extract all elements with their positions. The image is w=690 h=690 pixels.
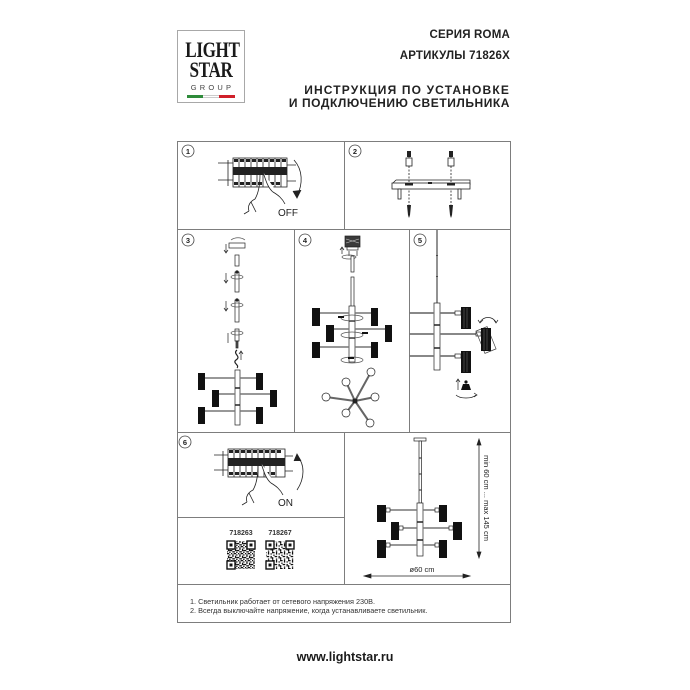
logo-text-star: STAR: [189, 57, 233, 82]
note-1: 1. Светильник работает от сетевого напря…: [190, 597, 376, 606]
notes-panel: [177, 584, 511, 623]
step-2-panel: [344, 141, 511, 230]
step-6-panel: [177, 432, 345, 518]
logo-text-group: GROUP: [190, 83, 235, 92]
instruction-title-line-1: ИНСТРУКЦИЯ ПО УСТАНОВКЕ: [304, 83, 510, 97]
series-title: СЕРИЯ ROMA: [429, 29, 510, 41]
step-4-panel: [294, 229, 410, 433]
step-1-panel: [177, 141, 345, 230]
lightstar-logo: LIGHT STAR GROUP: [177, 30, 245, 103]
article-numbers: АРТИКУЛЫ 71826X: [399, 50, 510, 62]
note-2: 2. Всегда выключайте напряжение, когда у…: [190, 606, 428, 615]
step-5-panel: [409, 229, 511, 433]
qr-codes-panel: [177, 517, 345, 585]
step-3-panel: [177, 229, 295, 433]
instruction-title-line-2: И ПОДКЛЮЧЕНИЮ СВЕТИЛЬНИКА: [288, 96, 510, 110]
website-link[interactable]: www.lightstar.ru: [296, 650, 394, 664]
dimensions-panel: [344, 432, 511, 585]
italian-flag-stripe: [187, 95, 235, 98]
logo-text-light: LIGHT: [185, 37, 240, 62]
